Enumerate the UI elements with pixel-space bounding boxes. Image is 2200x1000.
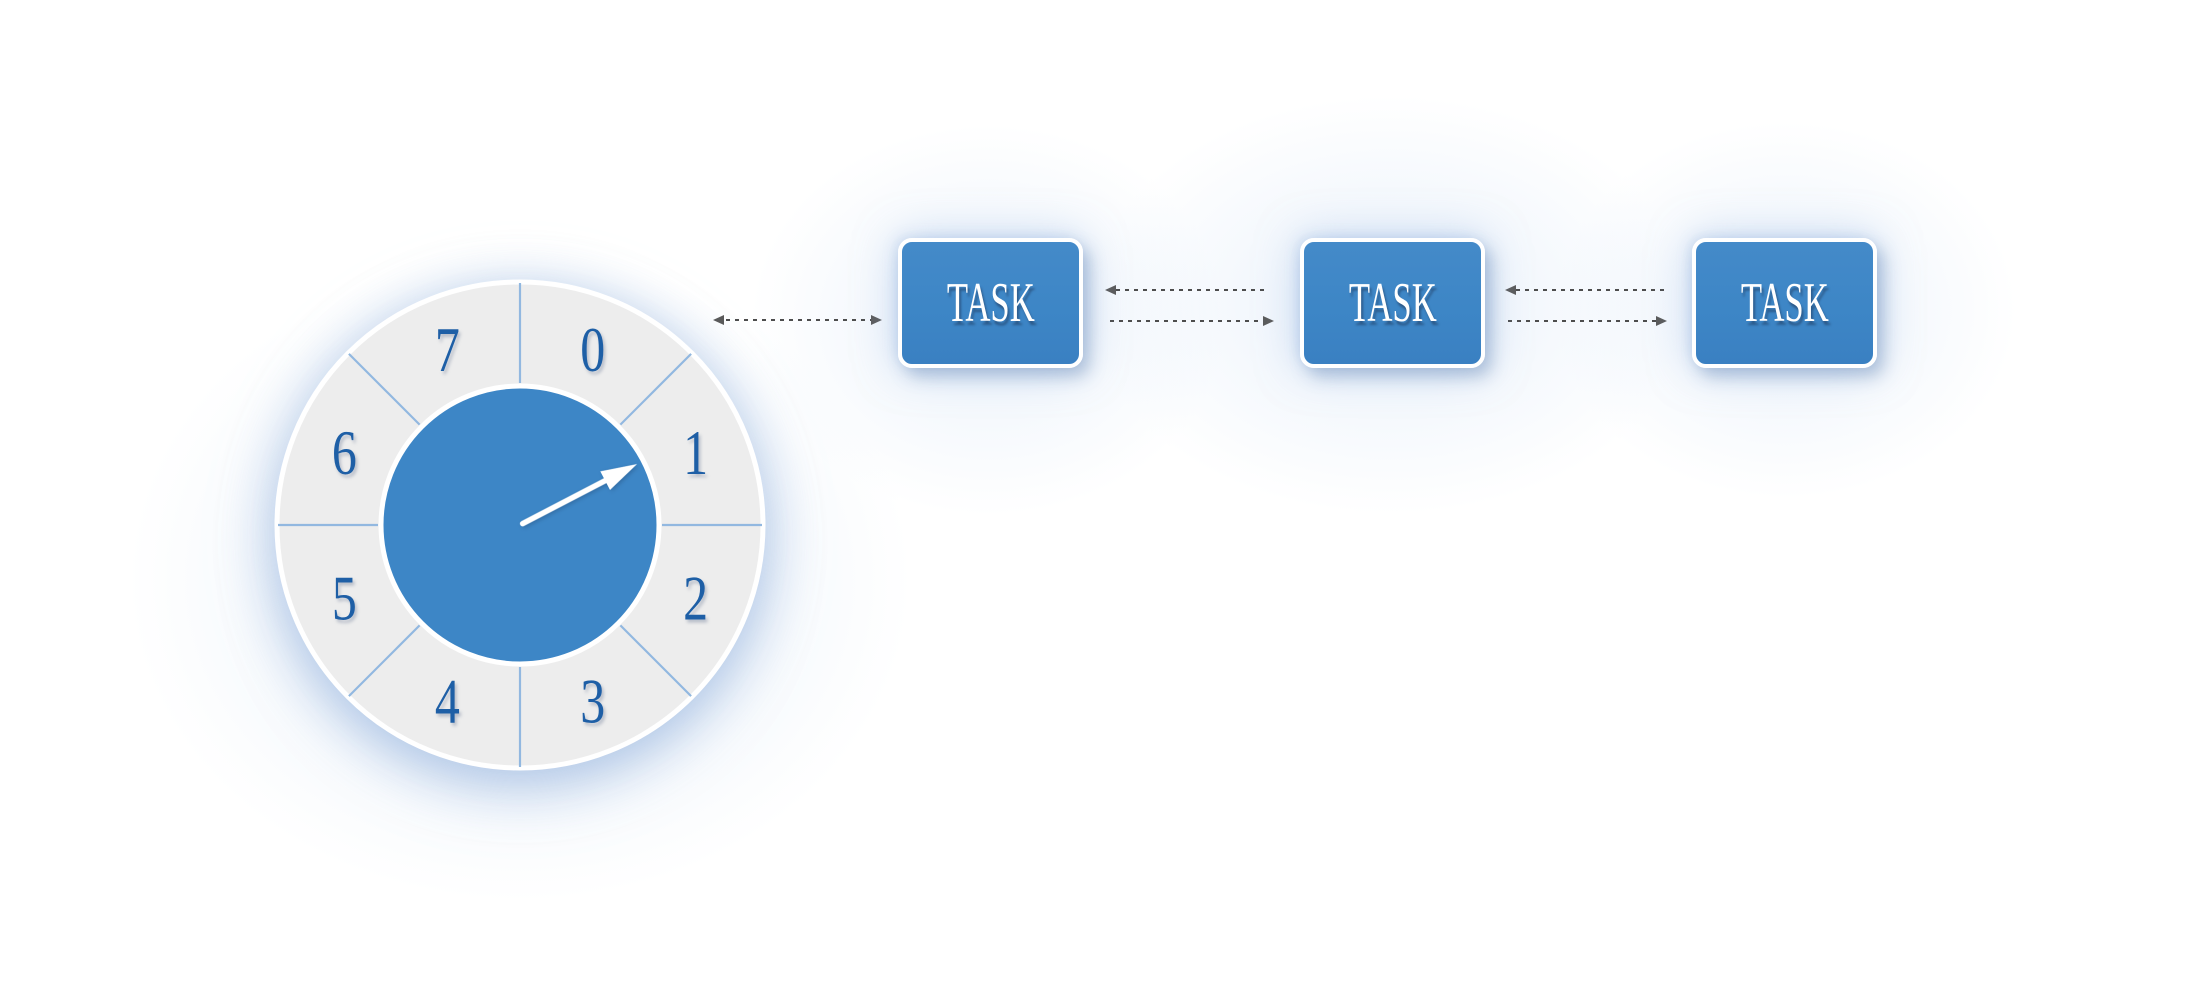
dotted-link-wheel-task <box>726 319 871 321</box>
arrow-head-right-icon <box>1656 316 1667 326</box>
dotted-link-task2-task1 <box>1116 289 1268 291</box>
wheel-slot-label-3: 3 <box>580 667 605 737</box>
wheel-slot-label-1: 1 <box>683 418 708 488</box>
wheel-slot-label-6: 6 <box>332 418 357 488</box>
task-node-2: TASK <box>1300 238 1485 368</box>
arrow-head-right-icon <box>871 315 882 325</box>
pointer-shaft <box>519 476 610 527</box>
dotted-link-task1-task2 <box>1110 320 1263 322</box>
wheel-slot-label-5: 5 <box>332 564 357 634</box>
pointer-head <box>600 464 638 490</box>
wheel-slot-label-4: 4 <box>435 667 460 737</box>
arrow-head-left-icon <box>1505 285 1516 295</box>
task-node-label: TASK <box>1740 272 1829 334</box>
wheel-slot-labels: 0 1 2 3 4 5 6 7 <box>332 315 708 737</box>
wheel-hub <box>378 383 662 667</box>
wheel-slot-label-7: 7 <box>435 315 460 385</box>
arrow-head-left-icon <box>1105 285 1116 295</box>
wheel-slot-label-2: 2 <box>683 564 708 634</box>
task-node-1: TASK <box>898 238 1083 368</box>
task-node-label: TASK <box>946 272 1035 334</box>
task-node-label: TASK <box>1348 272 1437 334</box>
task-node-3: TASK <box>1692 238 1877 368</box>
arrow-head-right-icon <box>1263 316 1274 326</box>
wheel-slot-dividers <box>278 283 762 767</box>
timing-wheel: 0 1 2 3 4 5 6 7 <box>274 279 766 771</box>
dotted-link-task2-task3 <box>1508 320 1656 322</box>
dotted-link-task3-task2 <box>1516 289 1668 291</box>
arrow-head-left-icon <box>713 315 724 325</box>
wheel-slot-label-0: 0 <box>580 315 605 385</box>
pointer-arrow-icon <box>519 464 638 527</box>
